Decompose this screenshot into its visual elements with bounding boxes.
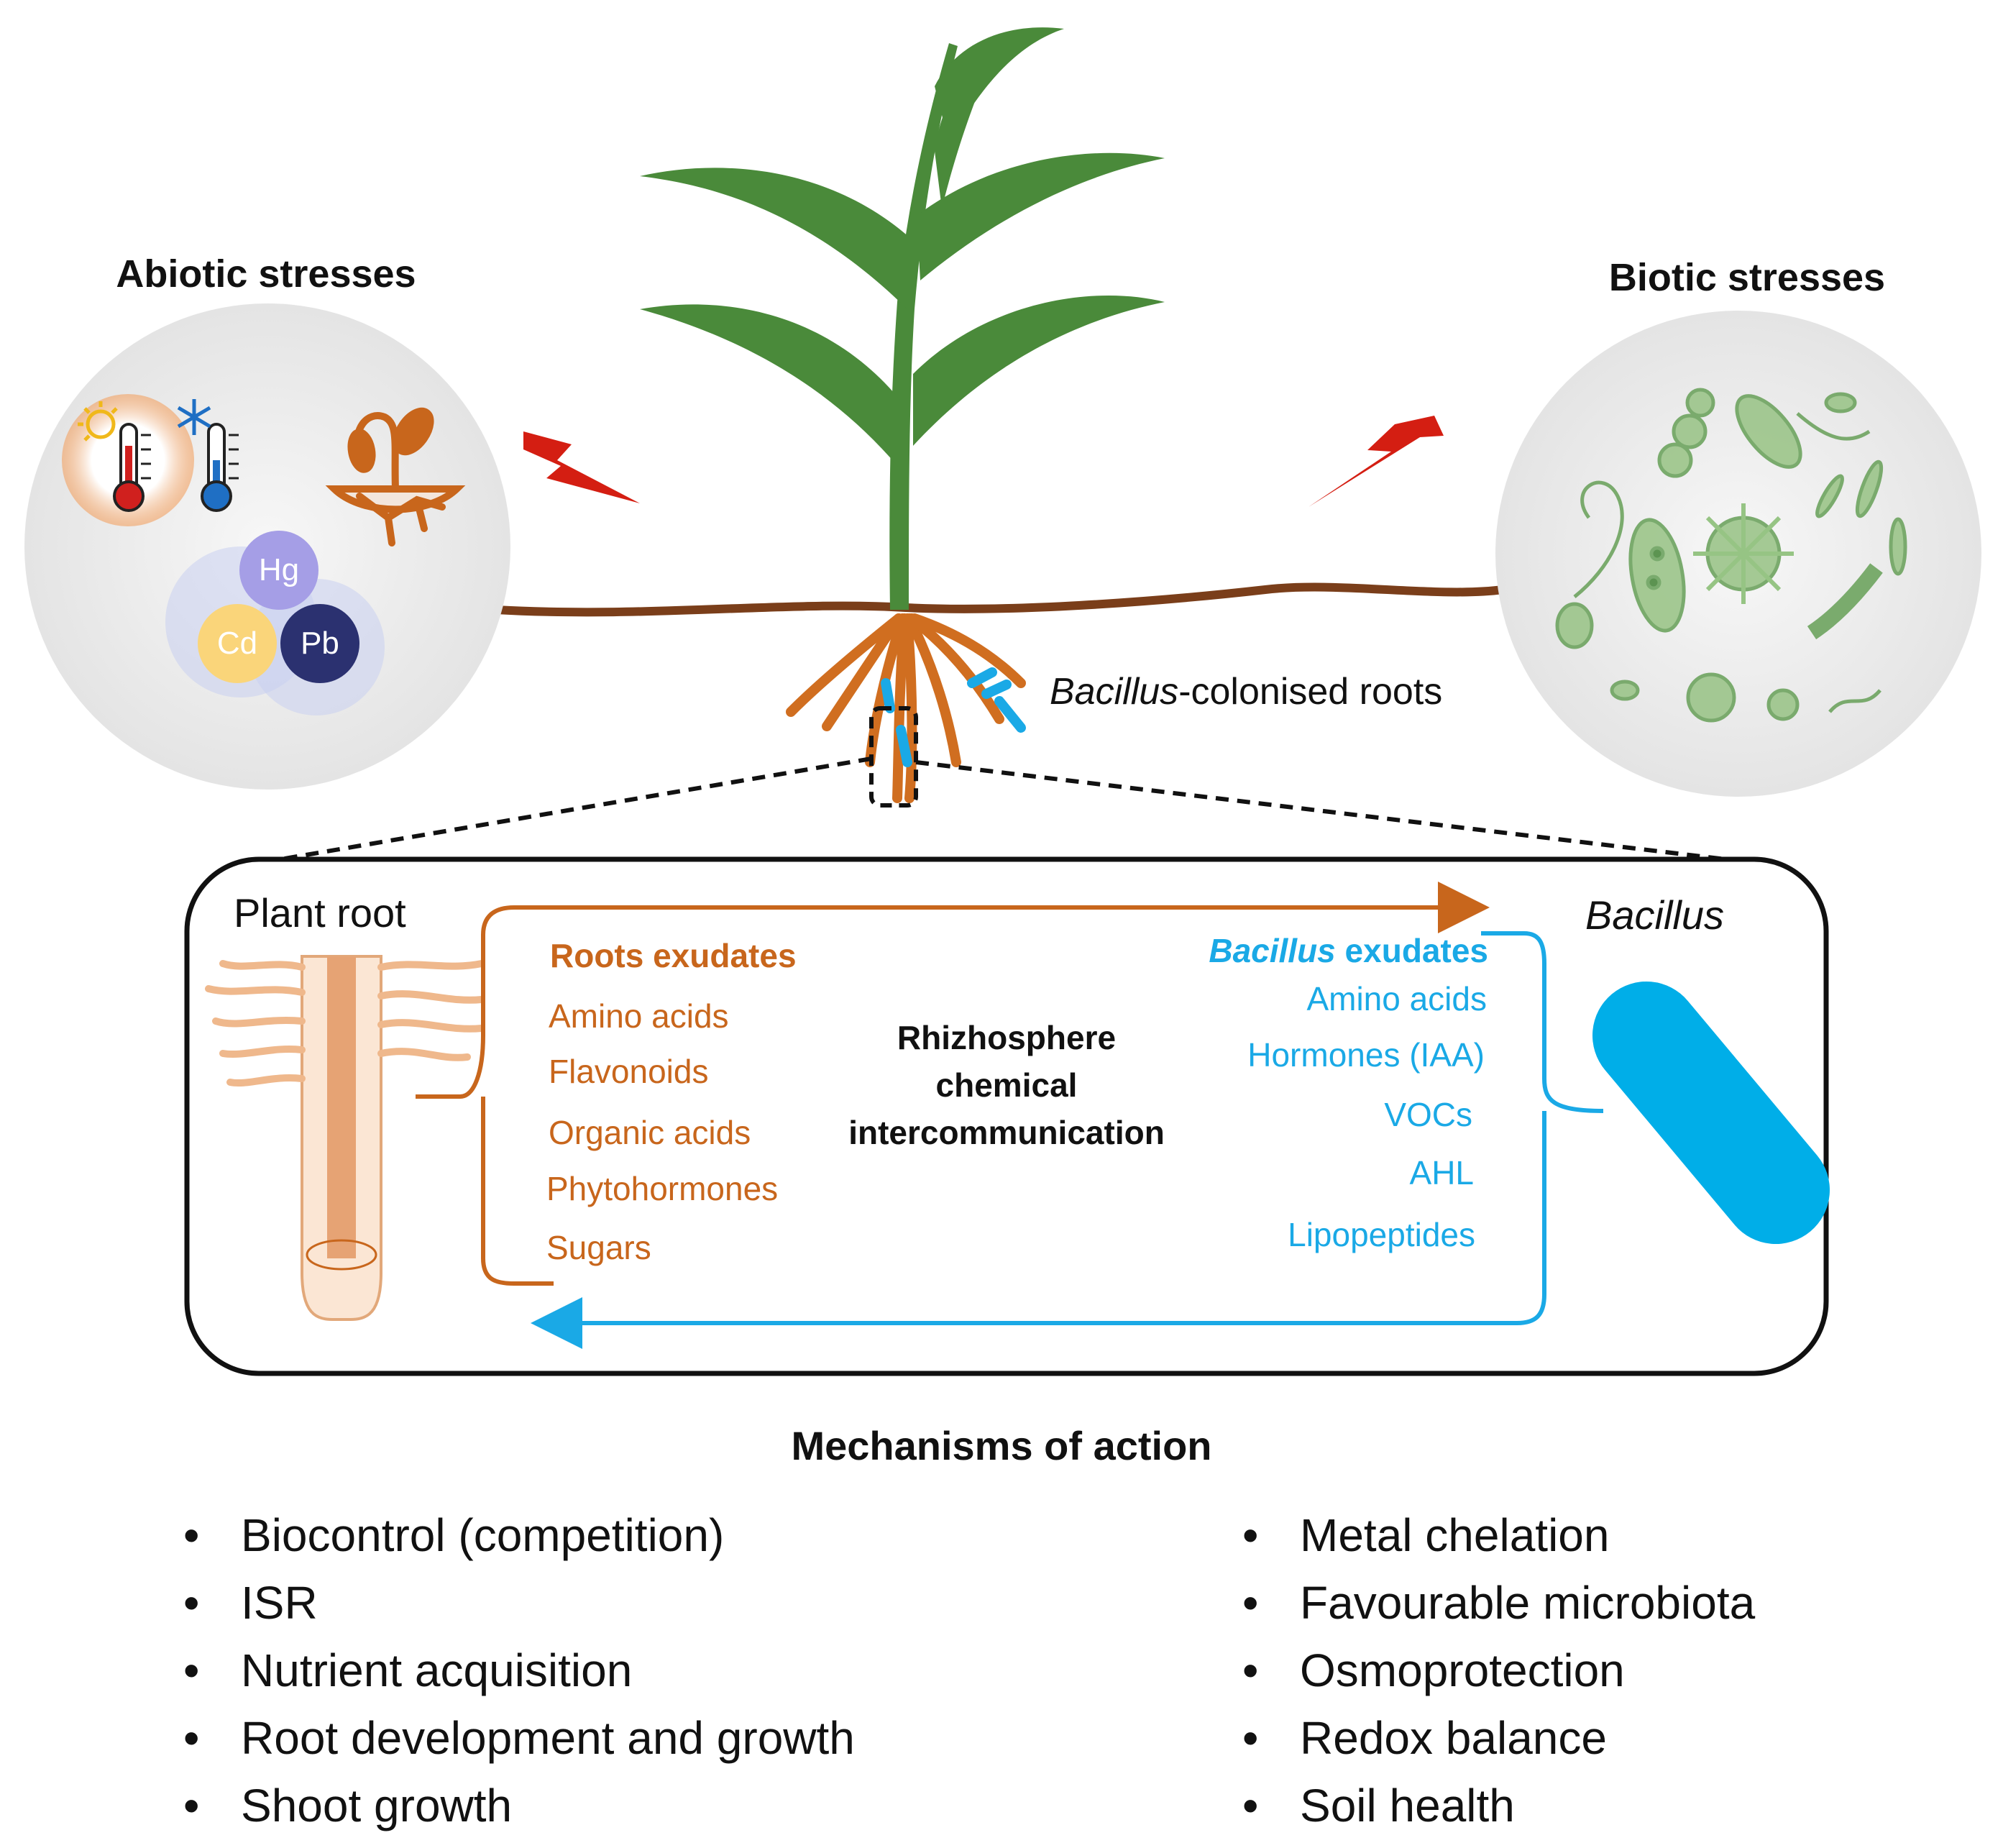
mechanism-item: •Shoot growth [183,1780,513,1831]
bacillus-exudate-item: Hormones (IAA) [1247,1036,1485,1074]
mechanism-item: •Metal chelation [1242,1509,1610,1561]
detail-panel [184,856,1829,1376]
bacillus-exudate-bracket [1481,931,1604,1325]
cold-thermometer-icon [177,399,239,512]
drought-seedling-icon [325,407,466,546]
lead-badge: Pb [280,604,359,683]
colonised-roots-label: Bacillus-colonised roots [1050,671,1443,713]
bacillus-exudate-item: Amino acids [1306,980,1487,1017]
abiotic-stresses-title: Abiotic stresses [116,252,416,296]
cadmium-badge: Cd [198,604,277,683]
right-lightning-icon [1308,416,1444,507]
bacillus-exudate-item: VOCs [1384,1096,1472,1133]
biotic-stresses-title: Biotic stresses [1608,256,1886,299]
plant-shoot [640,27,1165,610]
bacillus-label: Bacillus [1585,892,1724,938]
hot-thermometer-icon [62,394,194,526]
left-lightning-icon [523,431,640,503]
mechanisms-title: Mechanisms of action [791,1423,1212,1468]
mechanism-item: •Root development and growth [183,1712,855,1764]
bacillus-exudate-item: Lipopeptides [1288,1216,1475,1253]
mechanism-item: •Redox balance [1242,1712,1607,1764]
mechanism-item: •Biocontrol (competition) [183,1509,725,1561]
plant-root-label: Plant root [234,890,406,936]
mechanisms-left-list: •Biocontrol (competition) •ISR •Nutrient… [183,1501,855,1839]
root-exudate-item: Organic acids [549,1114,751,1151]
bacillus-cell [1592,982,1830,1244]
root-exudate-item: Phytohormones [546,1170,779,1207]
root-exudate-item: Amino acids [549,997,729,1035]
mechanism-item: •Nutrient acquisition [183,1645,633,1696]
bacillus-exudates-title: Bacillus exudates [1209,932,1488,969]
mechanism-item: •Soil health [1242,1780,1515,1831]
bacillus-exudate-item: AHL [1409,1154,1474,1191]
mechanisms-right-list: •Metal chelation •Favourable microbiota … [1242,1501,1755,1839]
plant-root-drawing [205,955,485,1322]
bacillus-on-roots [881,667,1026,767]
root-exudate-item: Sugars [546,1229,651,1266]
root-exudate-item: Flavonoids [549,1053,709,1090]
plant-roots [786,613,1026,803]
mercury-badge: Hg [239,531,318,610]
mechanism-item: •Osmoprotection [1242,1645,1625,1696]
rhizosphere-label: Rhizhosphere chemical intercommunication [848,1019,1165,1151]
pathogen-icons [1555,388,1907,723]
root-exudate-bracket [416,905,554,1286]
soil-line [492,582,1507,617]
biotic-stress-circle [1495,311,1981,797]
mechanism-item: •ISR [183,1577,318,1629]
zoom-box [869,706,918,808]
roots-exudates-title: Roots exudates [550,937,797,974]
mechanism-item: •Favourable microbiota [1242,1577,1756,1629]
